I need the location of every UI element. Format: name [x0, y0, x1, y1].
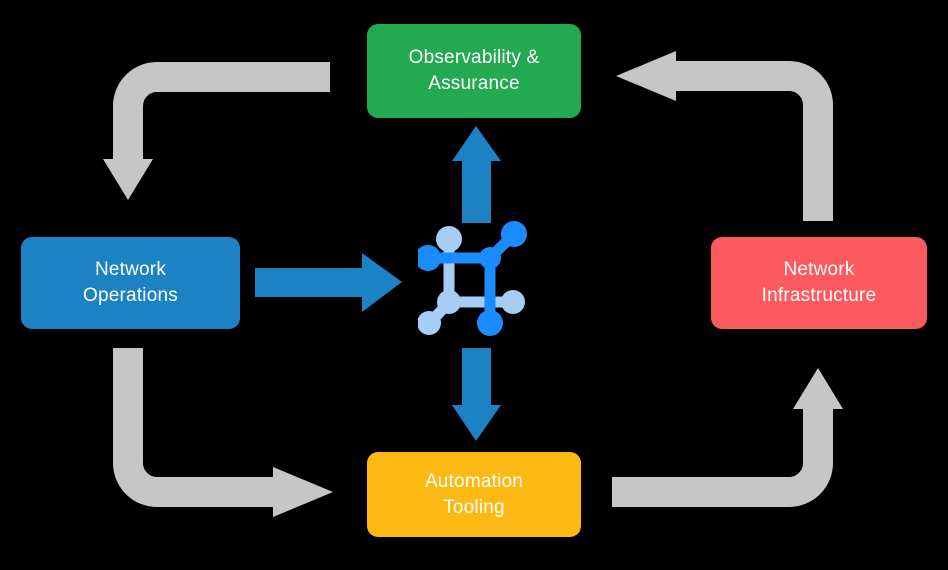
arrow-operations-to-hub [255, 253, 402, 312]
node-network-infrastructure[interactable]: Network Infrastructure [711, 237, 927, 329]
node-network-operations[interactable]: Network Operations [21, 237, 240, 329]
arrow-hub-to-automation [452, 348, 501, 441]
node-label-operations: Network Operations [83, 259, 178, 306]
node-label-automation: Automation Tooling [424, 470, 524, 518]
network-topology-icon [418, 221, 527, 336]
arrow-hub-to-observability [452, 126, 501, 223]
arrow-observability-to-operations [103, 62, 330, 200]
arrow-infrastructure-to-observability [616, 51, 833, 221]
arrow-automation-to-infrastructure [612, 368, 843, 507]
node-automation-tooling[interactable]: Automation Tooling [367, 452, 581, 537]
arrow-operations-to-automation [113, 348, 333, 517]
node-label-observability: Observability & Assurance [408, 47, 540, 94]
node-label-infrastructure: Network Infrastructure [761, 259, 877, 306]
node-observability-assurance[interactable]: Observability & Assurance [367, 24, 581, 118]
